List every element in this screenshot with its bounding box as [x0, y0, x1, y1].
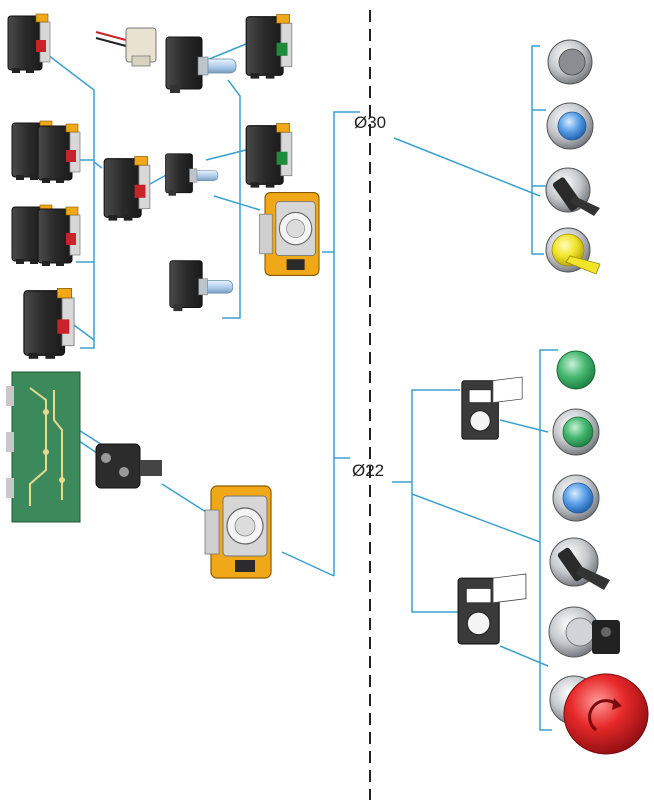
- head-30-yellow-selector: [546, 228, 600, 274]
- legend-holder-large: [458, 574, 526, 644]
- head-30-black-selector: [546, 168, 600, 216]
- head-22-blue-pushbutton: [553, 475, 599, 521]
- legend-holder-small: [462, 377, 522, 439]
- head-22-selector-switch: [550, 538, 610, 590]
- diameter-22-label: Ø22: [352, 461, 384, 480]
- contact-block-small: [104, 156, 150, 220]
- head-22-green-pushbutton: [553, 409, 599, 455]
- head-22-green-pilot-light: [557, 351, 595, 389]
- light-block-top: [166, 37, 236, 93]
- wired-connector: [96, 28, 156, 66]
- head-30-flush-pushbutton: [548, 40, 592, 84]
- mounting-collar-30: [260, 193, 319, 276]
- head-30-blue-pushbutton: [547, 103, 593, 149]
- head-22-emergency-stop: [550, 674, 648, 754]
- head-22-key-switch: [549, 607, 620, 657]
- mounting-collar-22: [205, 486, 271, 578]
- diameter-30-label: Ø30: [354, 113, 386, 132]
- contact-block-single-top: [8, 14, 50, 73]
- pcb-connector-module: [96, 444, 162, 488]
- light-block-bottom: [170, 261, 233, 311]
- contact-block-double-b: [38, 124, 80, 183]
- contact-block-pair-b: [38, 207, 80, 266]
- light-block-middle: [166, 154, 219, 196]
- contact-block-base: [24, 288, 74, 358]
- contact-block-green-middle: [246, 123, 292, 187]
- printed-circuit-board: [6, 372, 80, 522]
- contact-block-green-top: [246, 14, 292, 78]
